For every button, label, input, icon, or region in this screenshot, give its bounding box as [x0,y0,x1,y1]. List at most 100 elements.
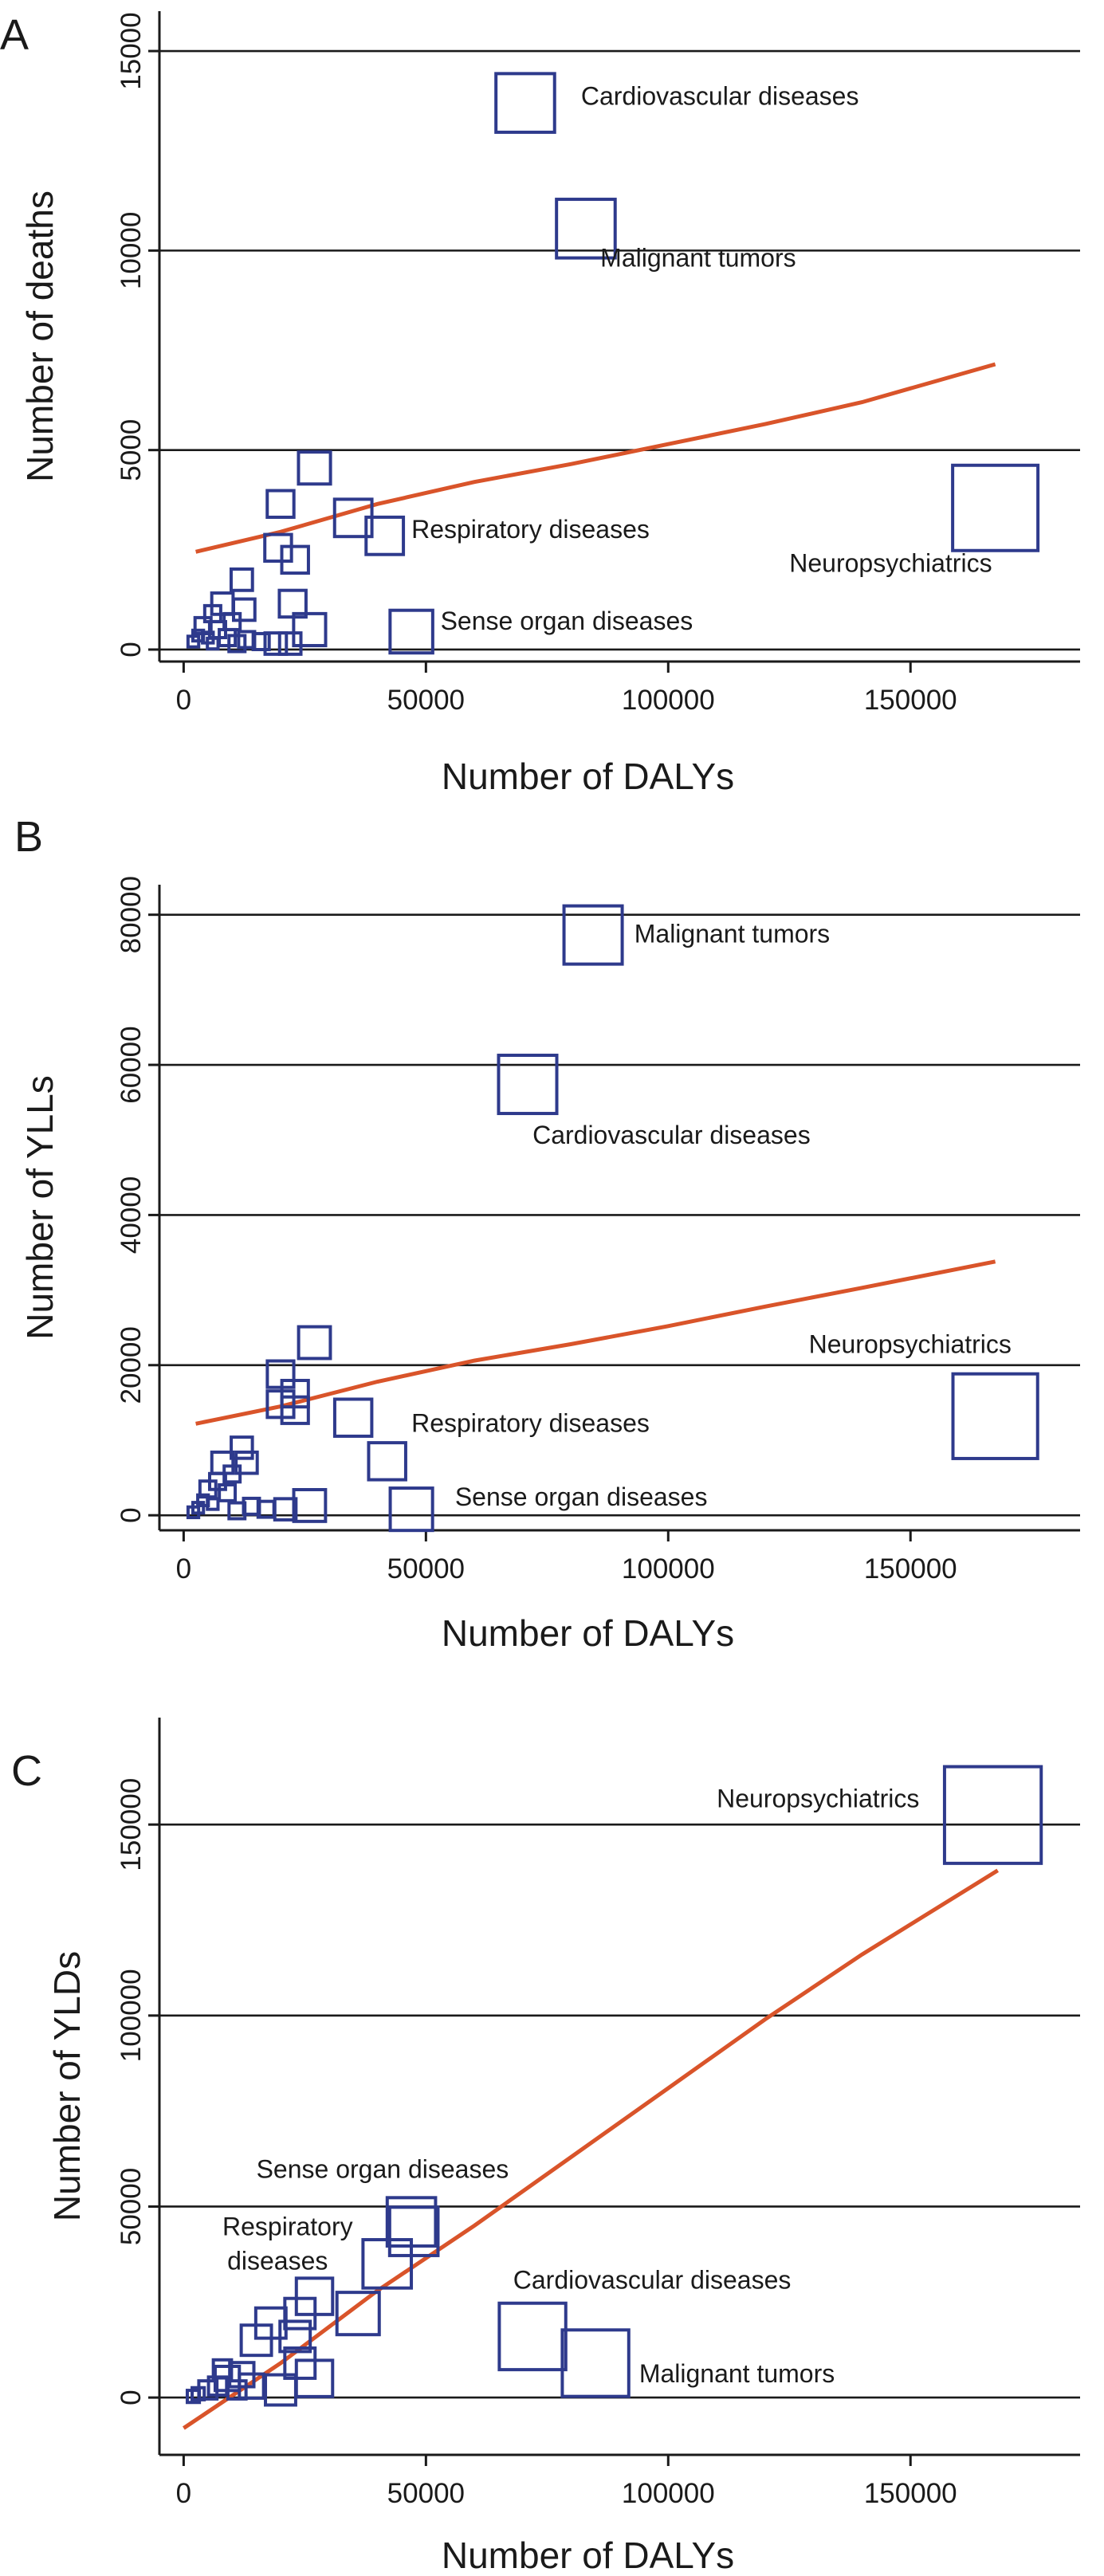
x-axis-title: Number of DALYs [442,2535,734,2576]
annotation-3: diseases [227,2247,328,2276]
panel-b: B 0 20000 40000 60000 80000 0 50000 100000 15000… [14,813,1080,1654]
x-tick-label-2: 100000 [622,2478,715,2509]
annotation-0: Malignant tumors [635,920,830,948]
y-tick-label-2: 10000 [116,212,147,289]
x-tick-label-0: 0 [176,685,191,716]
data-point-4 [335,2291,381,2337]
x-axis-title: Number of DALYs [442,756,734,797]
y-tick-label-3: 60000 [116,1026,147,1103]
annotation-2: Neuropsychiatrics [809,1330,1012,1359]
fit-line [195,362,996,554]
data-point-10 [239,2323,273,2358]
annotation-5: Malignant tumors [639,2359,835,2388]
data-point-23 [251,631,271,652]
annotation-2: Respiratory diseases [411,515,650,544]
y-tick-label-1: 5000 [116,419,147,481]
y-tick-label-0: 0 [116,2389,147,2405]
data-point-3 [297,1325,332,1361]
data-point-25 [277,631,303,656]
y-tick-label-3: 15000 [116,12,147,89]
annotation-4: Sense organ diseases [441,607,693,635]
data-point-28 [227,634,247,654]
x-tick-label-1: 50000 [387,2478,465,2509]
y-tick-label-1: 20000 [116,1326,147,1404]
data-point-23 [185,2389,202,2405]
x-tick-label-0: 0 [176,2478,191,2509]
data-point-0 [942,1765,1043,1865]
data-point-24 [263,631,289,656]
x-tick-label-0: 0 [176,1553,191,1584]
x-tick-label-3: 150000 [864,685,957,716]
data-point-25 [186,1505,201,1520]
annotation-3: Neuropsychiatrics [789,548,992,577]
annotation-4: Cardiovascular diseases [513,2266,792,2295]
data-point-23 [292,1488,328,1523]
annotation-0: Cardiovascular diseases [581,82,859,111]
data-point-22 [211,2358,234,2380]
data-point-22 [273,1497,298,1522]
data-point-14 [264,2373,297,2407]
data-point-5 [497,2301,568,2372]
data-point-10 [230,1435,254,1460]
y-tick-label-1: 50000 [116,2168,147,2245]
data-point-27 [206,636,220,651]
panel-c: C 0 50000 100000 150000 0 50000 100000 150000Nu… [11,1718,1080,2576]
fit-line [195,1259,996,1426]
data-point-1 [497,1054,559,1116]
fit-line [183,1868,1000,2430]
panel-b-letter: B [14,813,43,861]
y-tick-label-3: 150000 [116,1778,147,1871]
data-point-11 [278,2319,312,2354]
data-point-26 [227,1501,247,1521]
annotation-1: Malignant tumors [600,243,796,272]
data-point-24 [388,1486,434,1533]
y-tick-label-0: 0 [116,642,147,657]
data-point-9 [367,1441,407,1482]
data-point-2 [951,463,1040,552]
data-point-12 [232,597,257,622]
y-axis-title: Number of deaths [19,190,61,482]
data-point-8 [332,1397,374,1438]
data-point-6 [364,515,406,556]
data-point-0 [494,72,556,134]
data-point-17 [292,611,328,648]
y-tick-label-0: 0 [116,1507,147,1522]
data-point-26 [186,634,201,649]
data-point-3 [297,450,332,486]
data-point-11 [210,591,235,616]
annotation-4: Sense organ diseases [455,1482,708,1511]
data-point-12 [283,2346,317,2380]
data-point-3 [361,2238,414,2290]
x-tick-label-2: 100000 [622,1553,715,1584]
y-axis-title: Number of YLLs [19,1075,61,1340]
x-tick-label-3: 150000 [864,2478,957,2509]
data-point-20 [238,2372,265,2400]
annotation-0: Neuropsychiatrics [717,1785,919,1813]
panel-a-letter: A [0,11,29,59]
x-tick-label-3: 150000 [864,1553,957,1584]
data-point-1 [555,198,617,260]
data-point-2 [951,1372,1039,1460]
x-tick-label-2: 100000 [622,685,715,716]
data-point-0 [562,904,624,966]
annotation-2: Respiratory [222,2212,353,2240]
y-tick-label-2: 100000 [116,1969,147,2062]
data-point-4 [265,489,296,519]
annotation-1: Cardiovascular diseases [532,1121,811,1149]
annotation-1: Sense organ diseases [257,2155,509,2184]
x-tick-label-1: 50000 [387,1553,465,1584]
data-point-8 [280,544,310,575]
panel-c-letter: C [11,1747,42,1795]
y-tick-label-2: 40000 [116,1176,147,1254]
data-point-21 [226,2379,248,2401]
y-tick-label-4: 80000 [116,876,147,953]
data-point-18 [388,608,434,655]
data-point-2 [387,2205,440,2257]
annotation-3: Respiratory diseases [411,1409,650,1438]
data-point-11 [234,1450,259,1475]
x-axis-title: Number of DALYs [442,1612,734,1654]
data-point-18 [206,1497,220,1511]
data-point-16 [218,1482,238,1502]
